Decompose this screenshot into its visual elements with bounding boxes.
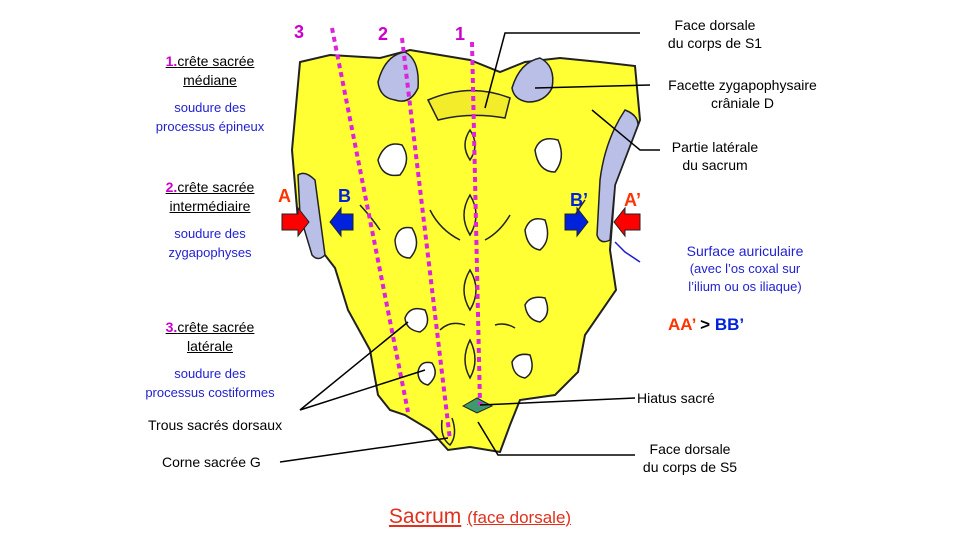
aa-bb-comparison: AA’ > BB’ [668,315,745,334]
dorsal-foramina [377,138,563,386]
auricular-surface-label: Surface auriculaire (avec l’os coxal sur… [686,243,804,294]
arrow-A [281,206,310,238]
line-2-intermediate [400,37,452,441]
figure-title: Sacrum (face dorsale) [388,505,572,528]
dorsal-foramina-label: Trous sacrés dorsaux [148,417,283,433]
crest-3-label: 3.crête sacrée latérale soudure des proc… [145,319,275,400]
crest-2-label: 2.crête sacrée intermédiaire soudure des… [165,179,255,260]
line-number-2: 2 [378,24,389,44]
right-auricular-surface [596,109,639,243]
arrow-A-prime [613,206,641,238]
arrow-B-prime [564,206,589,238]
pointer-lines [279,32,660,463]
line-number-3: 3 [294,22,305,42]
auricular-pointer [614,241,641,263]
left-zygapophyseal-facet [377,51,419,102]
line-number-1: 1 [455,24,466,44]
arrow-B [329,206,354,238]
sacral-horn-label: Corne sacrée G [162,454,261,470]
letter-B: B [338,186,351,206]
letter-A: A [278,186,291,206]
line-1-median [470,41,482,406]
line-3-lateral [330,27,410,413]
left-auricular-surface [297,172,326,260]
sacral-hiatus [461,397,494,414]
letter-B-prime: B’ [570,190,588,210]
crest-dotted-lines [330,27,482,441]
letter-A-prime: A’ [624,190,642,210]
s1-body-face [426,89,511,121]
crest-1-label: 1.crête sacrée médiane soudure des proce… [155,53,265,134]
sacral-hiatus-label: Hiatus sacré [637,390,715,406]
